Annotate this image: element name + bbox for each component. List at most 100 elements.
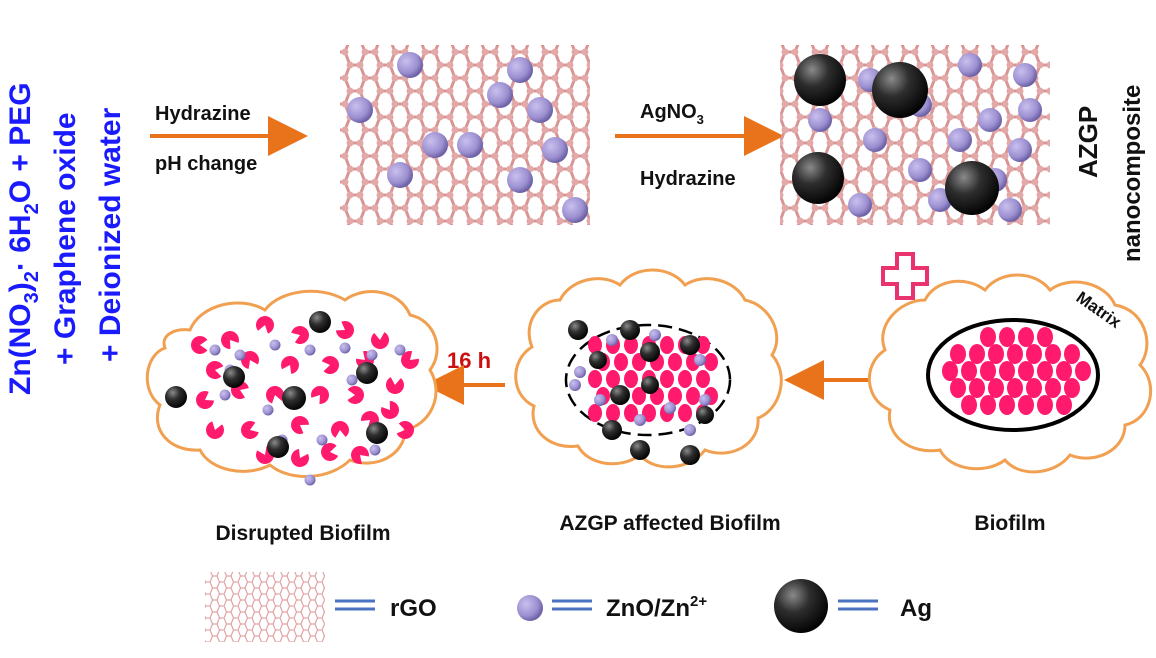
bacteria-cell bbox=[961, 395, 977, 415]
bacteria-cell bbox=[1037, 327, 1053, 347]
zno-particle bbox=[1008, 138, 1032, 162]
zno-particle bbox=[848, 193, 872, 217]
zno-particle bbox=[339, 342, 351, 354]
bacteria-cell bbox=[950, 378, 966, 398]
bacteria-cell bbox=[632, 387, 646, 405]
zno-particle bbox=[542, 137, 568, 163]
bacteria-cell bbox=[660, 336, 674, 354]
zno-particle bbox=[507, 167, 533, 193]
bacteria-cell bbox=[588, 370, 602, 388]
zno-particle bbox=[574, 366, 586, 378]
affected-biofilm-cloud bbox=[514, 268, 783, 469]
bacteria-cell bbox=[660, 370, 674, 388]
zno-particle bbox=[664, 402, 676, 414]
zno-particle bbox=[387, 162, 413, 188]
zno-particle bbox=[262, 404, 274, 416]
bacteria-cell bbox=[606, 370, 620, 388]
zno-particle bbox=[507, 57, 533, 83]
step-1-reagent: Hydrazine bbox=[155, 103, 251, 125]
bacteria-cell bbox=[668, 387, 682, 405]
ag-particle bbox=[568, 320, 588, 340]
damaged-cell bbox=[291, 449, 309, 467]
zno-particle bbox=[694, 354, 706, 366]
zno-particle bbox=[304, 344, 316, 356]
reactant-line-3: + Deionized water bbox=[94, 107, 127, 362]
damaged-cell bbox=[241, 421, 259, 439]
product-label-1: AZGP bbox=[1073, 106, 1103, 178]
bacteria-cell bbox=[969, 378, 985, 398]
bacteria-cell bbox=[606, 404, 620, 422]
zno-particle bbox=[606, 334, 618, 346]
zno-particle bbox=[457, 132, 483, 158]
zno-particle bbox=[347, 97, 373, 123]
ag-particle bbox=[282, 386, 306, 410]
bacteria-cell bbox=[999, 327, 1015, 347]
bacteria-cell bbox=[1037, 395, 1053, 415]
bacteria-cell bbox=[961, 361, 977, 381]
svg-text:+ Deionized water: + Deionized water bbox=[94, 107, 127, 362]
zno-particle bbox=[684, 424, 696, 436]
zno-particle bbox=[1018, 98, 1042, 122]
bacteria-cell bbox=[980, 395, 996, 415]
damaged-cell bbox=[401, 351, 419, 369]
zno-particle bbox=[562, 197, 588, 223]
reactant-line-1: Zn(NO3)2· 6H2O + PEG bbox=[4, 82, 43, 395]
legend-ag-label: Ag bbox=[900, 595, 932, 622]
zno-particle bbox=[978, 108, 1002, 132]
svg-text:+ Graphene oxide: + Graphene oxide bbox=[49, 112, 82, 365]
damaged-cell bbox=[221, 331, 239, 349]
zno-particle bbox=[808, 108, 832, 132]
ag-particle bbox=[602, 420, 622, 440]
zno-particle bbox=[527, 97, 553, 123]
zno-particle bbox=[422, 132, 448, 158]
zno-particle bbox=[316, 434, 328, 446]
ag-particle bbox=[309, 311, 331, 333]
bacteria-cell bbox=[1045, 344, 1061, 364]
bacteria-cell bbox=[1064, 378, 1080, 398]
damaged-cell bbox=[331, 421, 349, 438]
zno-particle bbox=[487, 82, 513, 108]
step-2-arrow: AgNO3 Hydrazine bbox=[615, 101, 784, 190]
ag-particle bbox=[680, 335, 700, 355]
zno-particle bbox=[366, 349, 378, 361]
bacteria-cell bbox=[668, 353, 682, 371]
bacteria-cell bbox=[1056, 361, 1072, 381]
legend-zno-label: ZnO/Zn2+ bbox=[606, 593, 707, 622]
ag-particle bbox=[640, 342, 660, 362]
svg-text:nanocomposite: nanocomposite bbox=[1119, 85, 1146, 262]
damaged-cell bbox=[336, 321, 354, 339]
zno-particle bbox=[998, 198, 1022, 222]
ag-particle bbox=[872, 62, 928, 118]
legend-zno-swatch bbox=[517, 595, 543, 621]
bacteria-cell bbox=[642, 404, 656, 422]
ag-particle bbox=[610, 385, 630, 405]
zno-particle bbox=[634, 414, 646, 426]
ag-particle bbox=[945, 161, 999, 215]
bacteria-cell bbox=[1045, 378, 1061, 398]
azgp-sheet bbox=[780, 45, 1050, 225]
bacteria-cell bbox=[1064, 344, 1080, 364]
bacteria-cell bbox=[704, 353, 718, 371]
ag-particle bbox=[356, 362, 378, 384]
bacteria-cell bbox=[624, 336, 638, 354]
product-label-2: nanocomposite bbox=[1119, 85, 1146, 262]
damaged-cell bbox=[191, 336, 208, 355]
damaged-cell bbox=[291, 326, 309, 344]
zno-particle bbox=[234, 349, 246, 361]
bacteria-cell bbox=[1026, 344, 1042, 364]
step-1-arrow: Hydrazine pH change bbox=[150, 103, 308, 175]
damaged-cell bbox=[311, 386, 329, 404]
bacteria-cell bbox=[1075, 361, 1091, 381]
bacteria-cell bbox=[588, 404, 602, 422]
ag-particle bbox=[794, 54, 846, 106]
bacteria-cell bbox=[1018, 327, 1034, 347]
zno-particle bbox=[699, 394, 711, 406]
zno-particle bbox=[394, 344, 406, 356]
bacteria-cell bbox=[696, 336, 710, 354]
legend: rGO ZnO/Zn2+ Ag bbox=[205, 572, 932, 642]
zno-particle bbox=[1013, 63, 1037, 87]
bacteria-cell bbox=[969, 344, 985, 364]
damaged-cell bbox=[381, 401, 399, 419]
damaged-cell bbox=[321, 443, 339, 461]
